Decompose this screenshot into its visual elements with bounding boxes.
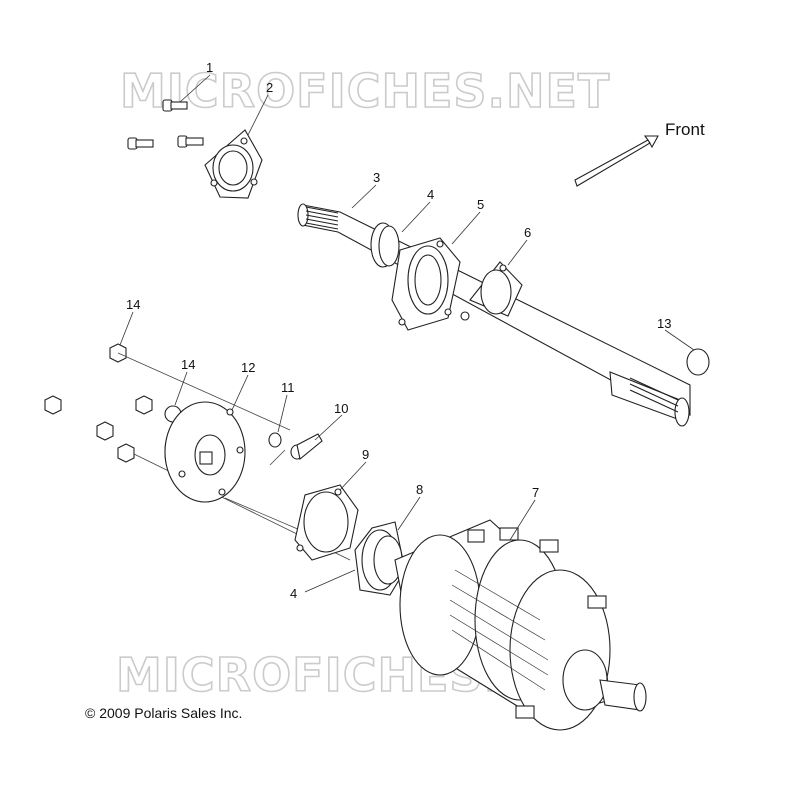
bolt-part-1: [127, 99, 204, 150]
callout-leaders: [119, 74, 695, 593]
bearing-flange-part-2: [204, 129, 263, 199]
callout-2: 2: [266, 80, 274, 95]
drive-hub-part-12: [164, 401, 246, 503]
callout-4-lower: 4: [290, 586, 298, 601]
drive-shaft-part-3: [297, 203, 691, 427]
bearing-part-4-upper: [370, 222, 400, 268]
callout-8: 8: [416, 482, 424, 497]
watermark-top: MICROFICHES.NET: [119, 63, 611, 119]
callout-1: 1: [206, 60, 214, 75]
callout-12: 12: [241, 360, 256, 375]
lock-washer-part-11: [268, 432, 282, 448]
callout-9: 9: [362, 447, 370, 462]
callout-14-lower: 14: [181, 357, 196, 372]
gasket-part-6: [460, 261, 523, 321]
bolt-part-10: [290, 433, 323, 460]
nut-part-14: [44, 343, 182, 463]
callout-3: 3: [373, 170, 381, 185]
callout-7: 7: [532, 485, 540, 500]
callout-13: 13: [657, 316, 672, 331]
gasket-part-9: [294, 484, 359, 561]
copyright-text: © 2009 Polaris Sales Inc.: [85, 705, 243, 721]
callout-10: 10: [334, 401, 349, 416]
bearing-housing-part-5: [391, 237, 461, 331]
callout-4-upper: 4: [427, 187, 435, 202]
callout-5: 5: [477, 197, 485, 212]
callout-14-upper: 14: [126, 297, 141, 312]
o-ring-part-13: [686, 348, 710, 376]
front-arrow-icon: [574, 135, 659, 187]
callout-11: 11: [281, 380, 295, 395]
front-direction-label: Front: [665, 120, 705, 139]
callout-6: 6: [524, 225, 532, 240]
drive-sprocket-part-7: [394, 519, 647, 731]
